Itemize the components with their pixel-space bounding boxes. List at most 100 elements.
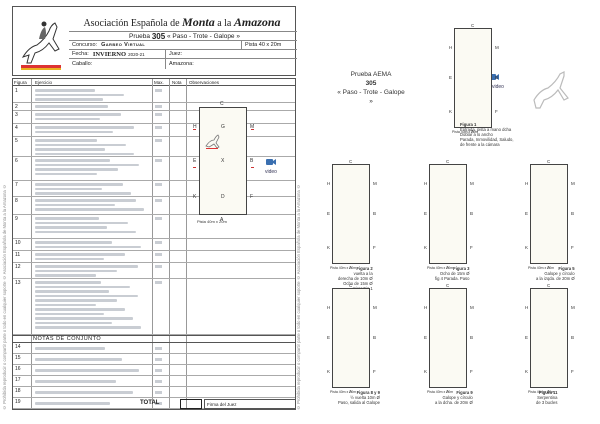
prueba-aema-title: Prueba AEMA 305 « Paso - Trote - Galope … <box>337 71 405 105</box>
row-number: 6 <box>15 158 18 164</box>
table-row: 1 <box>13 87 295 103</box>
arena-letter: E <box>525 211 529 216</box>
figure-pista-caption: Pista 40m x 20m <box>330 266 357 270</box>
row-number: 15 <box>15 355 21 361</box>
row-number: 1 <box>15 88 18 94</box>
arena-letter: A <box>547 389 551 394</box>
video-label-right[interactable]: video <box>492 84 504 90</box>
horse-rider-watermark-icon <box>533 71 569 109</box>
table-row: 7 <box>13 181 295 197</box>
arena-letter: B <box>470 211 474 216</box>
row-number: 5 <box>15 138 18 144</box>
arena-letter: E <box>327 335 331 340</box>
arena-letter: H <box>327 181 331 186</box>
arena-letter: A <box>446 389 450 394</box>
arena-letter: F <box>470 369 473 374</box>
table-row: 18 <box>13 387 295 398</box>
arena-letter: C <box>446 159 450 164</box>
row-number: 3 <box>15 112 18 118</box>
arena-letter: E <box>449 75 453 80</box>
arena-letter: F <box>571 369 574 374</box>
table-row: 15 <box>13 354 295 365</box>
table-row: 2 <box>13 103 295 111</box>
table-row: 12 <box>13 263 295 279</box>
copyright-side-text-right: © Prohibida reproducir o compartir parte… <box>296 184 301 410</box>
arena-letter: C <box>349 283 353 288</box>
table-header: Figura Ejercicio Max. Nota Observaciones <box>13 79 295 86</box>
arena-letter: M <box>470 305 474 310</box>
arena-letter: M <box>470 181 474 186</box>
table-row: 9 <box>13 215 295 239</box>
arena-letter: B <box>571 211 575 216</box>
arena-letter: A <box>349 389 353 394</box>
arena-letter: C <box>349 159 353 164</box>
table-row: 8 <box>13 197 295 215</box>
score-table: Figura Ejercicio Max. Nota Observaciones… <box>12 78 296 410</box>
arena-letter: C <box>446 283 450 288</box>
score-sheet: Asociación Española de Monta a la Amazon… <box>12 6 297 418</box>
row-number: 19 <box>15 399 21 405</box>
arena-letter-a: A <box>220 217 224 223</box>
arena-letter: K <box>525 245 529 250</box>
arena-letter: C <box>547 283 551 288</box>
row-number: 9 <box>15 216 18 222</box>
association-title: Asociación Española de Monta a la Amazon… <box>83 15 281 29</box>
arena-letter: F <box>373 369 376 374</box>
arena-letter: B <box>470 335 474 340</box>
row-number: 12 <box>15 264 21 270</box>
row-number: 10 <box>15 240 21 246</box>
arena-letter: K <box>424 245 428 250</box>
total-box <box>180 399 202 409</box>
firma-juez: Firma del Juez <box>204 399 296 409</box>
figure-pista-caption: Pista 40m x 20m <box>528 266 555 270</box>
table-row: 5 <box>13 137 295 157</box>
table-row: 6 <box>13 157 295 181</box>
arena-letter: F <box>495 109 498 114</box>
arena-letter: F <box>373 245 376 250</box>
figure-pista-caption: Pista 40m x 20m <box>528 390 555 394</box>
arena-letter: K <box>327 245 331 250</box>
row-number: 2 <box>15 104 18 110</box>
arena-letter: H <box>449 45 453 50</box>
row-number: 4 <box>15 125 18 131</box>
arena-letter: K <box>525 369 529 374</box>
figure-pista-caption: Pista 40m x 20m <box>452 130 479 134</box>
rider-sketch-icon <box>205 134 220 149</box>
video-label[interactable]: video <box>265 169 277 175</box>
figures-sheet: Prueba AEMA 305 « Paso - Trote - Galope … <box>306 6 596 418</box>
arena-letter: H <box>327 305 331 310</box>
arena-letter: E <box>424 335 428 340</box>
arena-letter: M <box>571 305 575 310</box>
copyright-side-text: © Prohibida reproducir o compartir parte… <box>2 184 7 410</box>
arena-letter: H <box>525 181 529 186</box>
arena-letter: C <box>471 23 475 28</box>
arena-letter: B <box>373 335 377 340</box>
table-row: 16 <box>13 365 295 376</box>
caballo-row: Caballo: Amazona: <box>69 58 297 69</box>
row-number: 18 <box>15 388 21 394</box>
table-row: 4 <box>13 124 295 137</box>
video-camera-icon[interactable] <box>265 157 277 167</box>
table-row: 19 <box>13 398 295 409</box>
table-row: 3 <box>13 111 295 124</box>
arena-letter: M <box>571 181 575 186</box>
arena-letter-c: C <box>220 101 224 107</box>
table-row: 14 <box>13 343 295 354</box>
arena-letter: K <box>424 369 428 374</box>
arena-letter: B <box>373 211 377 216</box>
row-number: 14 <box>15 344 21 350</box>
arena-letter: M <box>373 305 377 310</box>
arena-diagram: C A H E K M B F G X D <box>193 101 255 223</box>
arena-letter: B <box>495 75 499 80</box>
prueba-title: Prueba 305 « Paso - Trote - Galope » <box>69 31 297 41</box>
table-row: 17 <box>13 376 295 387</box>
arena-letter: A <box>349 265 353 270</box>
